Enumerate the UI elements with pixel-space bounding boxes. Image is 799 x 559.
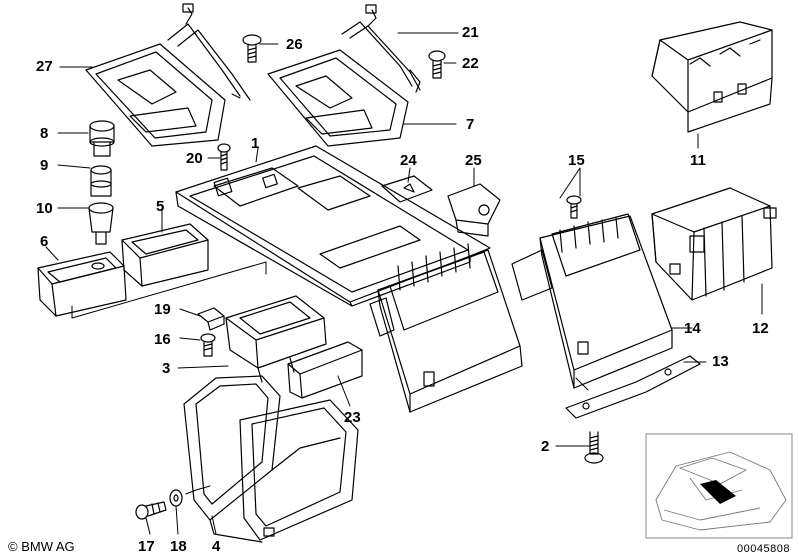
locator-highlight	[700, 480, 736, 504]
lighter-plug-part	[89, 120, 115, 157]
leader-lines	[45, 32, 763, 535]
bracket-25-part	[447, 183, 501, 237]
label-plate-part	[381, 175, 433, 203]
callout-2: 2	[541, 438, 550, 455]
upper-module-part	[651, 21, 773, 133]
callout-1: 1	[251, 135, 260, 152]
callout-8: 8	[40, 125, 49, 142]
washer-18-part	[169, 489, 183, 507]
lighter-element-part	[90, 165, 112, 197]
screw-26-part	[242, 34, 262, 63]
screw-2-part	[584, 431, 604, 464]
screw-15-part	[566, 195, 582, 219]
copyright-text: © BMW AG	[8, 539, 75, 554]
callout-13: 13	[712, 353, 729, 370]
callout-7: 7	[466, 116, 475, 133]
callout-18: 18	[170, 538, 187, 555]
callout-4: 4	[212, 538, 221, 555]
switch-housing-part	[225, 295, 327, 383]
callout-21: 21	[462, 24, 479, 41]
callout-11: 11	[690, 152, 706, 169]
callout-9: 9	[40, 157, 49, 174]
callout-26: 26	[286, 36, 303, 53]
center-console-part	[175, 145, 491, 307]
callout-22: 22	[462, 55, 479, 72]
callout-15: 15	[568, 152, 585, 169]
callout-19: 19	[154, 301, 171, 318]
cover-panel-part	[287, 341, 363, 399]
callout-17: 17	[138, 538, 155, 555]
document-number: 00045808	[737, 543, 790, 555]
shift-trim-cover-part	[85, 3, 251, 147]
locator-car-thumbnail	[645, 433, 793, 539]
callout-10: 10	[36, 200, 53, 217]
callout-12: 12	[752, 320, 769, 337]
callout-6: 6	[40, 233, 49, 250]
screw-20-part	[217, 143, 231, 171]
callout-14: 14	[684, 320, 701, 337]
support-frame-part	[183, 375, 359, 543]
callout-23: 23	[344, 409, 361, 426]
callout-25: 25	[465, 152, 482, 169]
storage-box-part	[511, 213, 673, 389]
console-box-part	[369, 243, 523, 413]
screw-16-part	[200, 333, 216, 357]
callout-24: 24	[400, 152, 417, 169]
callout-3: 3	[162, 360, 171, 377]
lower-module-part	[651, 187, 777, 301]
group-bracket-line	[71, 261, 267, 319]
clip-part	[197, 307, 225, 331]
callout-5: 5	[156, 198, 165, 215]
mounting-strip-part	[565, 355, 701, 419]
callout-27: 27	[36, 58, 53, 75]
screw-17-part	[135, 501, 167, 520]
lighter-socket-part	[88, 202, 114, 245]
screw-22-part	[428, 50, 446, 79]
storage-tray-part	[121, 223, 209, 287]
callout-16: 16	[154, 331, 171, 348]
callout-20: 20	[186, 150, 203, 167]
console-trim-cover-part	[267, 4, 421, 147]
